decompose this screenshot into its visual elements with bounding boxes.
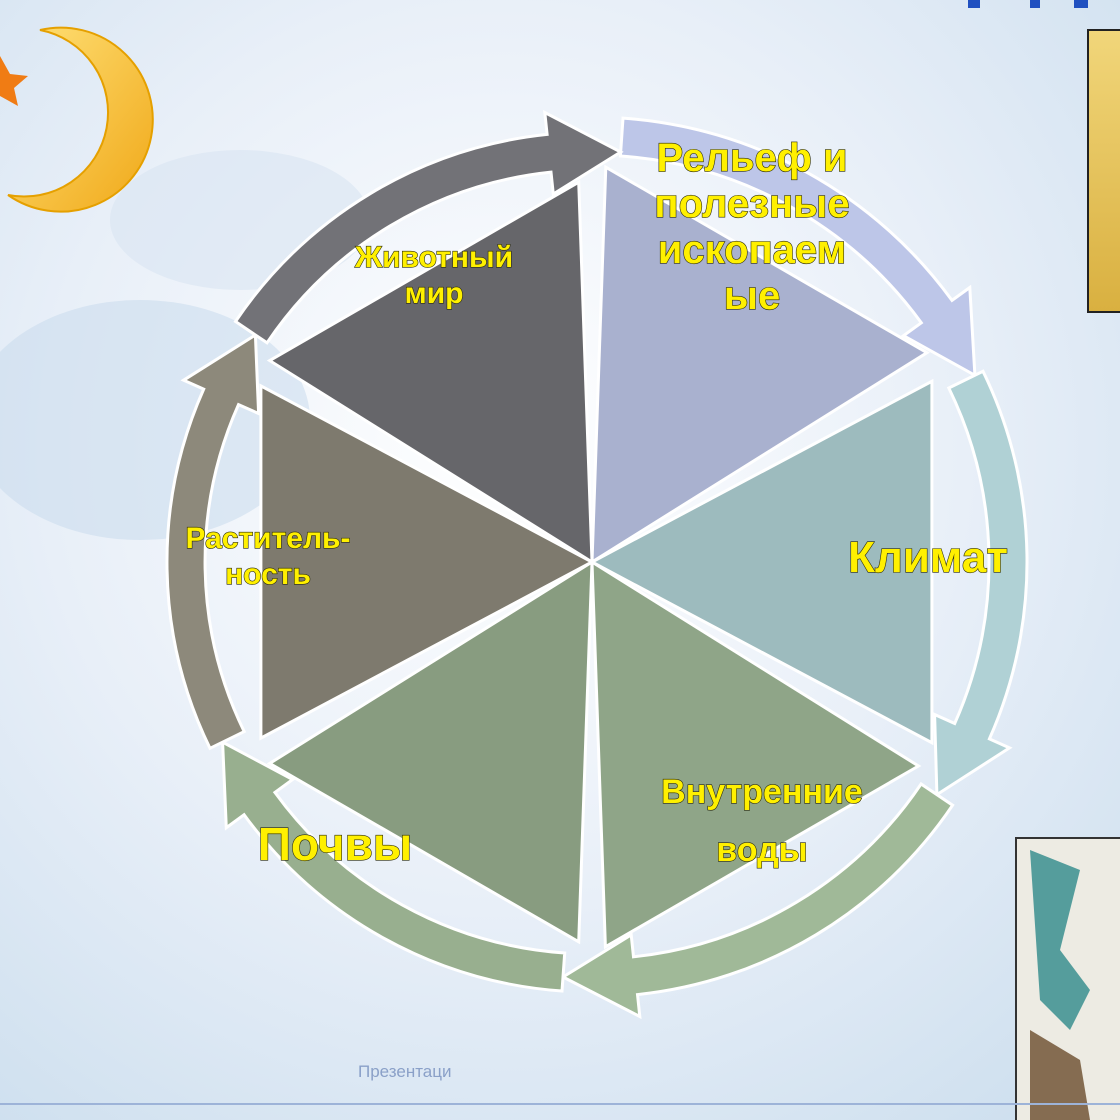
label-line: Климат [848, 533, 1008, 582]
label-line: мир [405, 277, 464, 310]
segment-relief [590, 164, 930, 565]
label-vegetation: Раститель-ность [186, 522, 351, 591]
label-waters: Внутренние воды [661, 773, 863, 869]
segment-vegetation [259, 383, 596, 741]
label-line: Животный [354, 241, 513, 274]
label-line: воды [716, 831, 807, 869]
footer-text: Презентаци [358, 1062, 452, 1081]
label-line: Почвы [258, 818, 412, 870]
segment-climate [588, 378, 934, 746]
label-line: ые [724, 274, 780, 318]
label-line: Рельеф и [657, 136, 848, 180]
segment-fauna [266, 179, 594, 565]
label-line: Раститель- [186, 522, 351, 555]
moon-icon [7, 26, 154, 213]
blue-bracket [1030, 0, 1040, 8]
blue-bracket [1074, 0, 1088, 8]
star-icon [0, 56, 28, 106]
photo-frame-top [1087, 29, 1120, 313]
arrow-fauna [233, 109, 624, 345]
label-line: ность [225, 558, 311, 591]
label-line: ископаем [658, 228, 846, 272]
label-soils: Почвы [258, 818, 412, 870]
blue-bracket [968, 0, 980, 8]
label-line: Внутренние [661, 773, 863, 811]
segment-waters [590, 559, 922, 950]
label-climate: Климат [848, 533, 1008, 582]
segment-soils [266, 559, 594, 945]
label-line: полезные [654, 182, 849, 226]
photo-frame-bottom [1015, 837, 1120, 1120]
